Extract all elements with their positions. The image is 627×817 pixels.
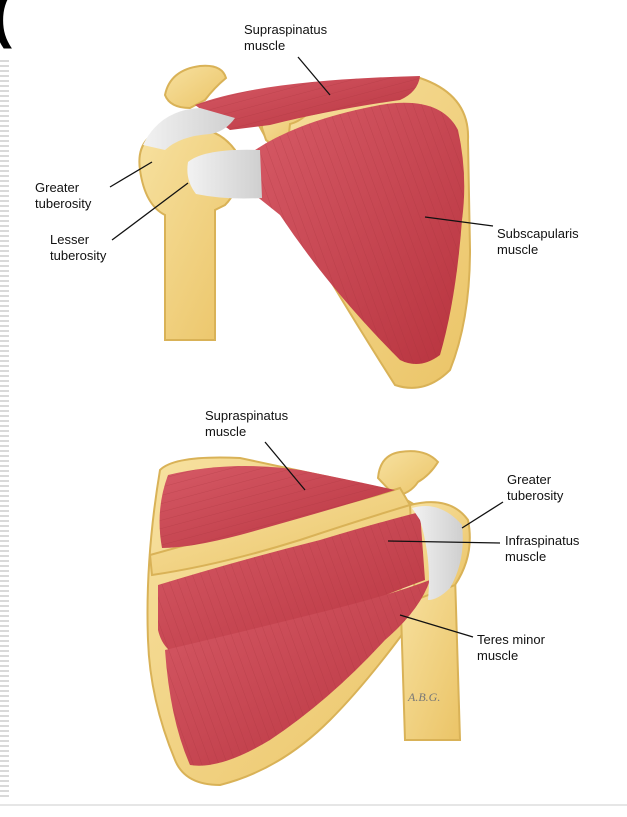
label-posterior-supraspinatus: Supraspinatus muscle <box>205 408 288 440</box>
label-anterior-greater-tuberosity: Greater tuberosity <box>35 180 91 212</box>
label-anterior-lesser-tuberosity: Lesser tuberosity <box>50 232 106 264</box>
label-line: Lesser <box>50 232 90 247</box>
posterior-view <box>146 441 504 787</box>
label-line: Greater <box>507 472 552 487</box>
heading-fragment: ( <box>0 0 14 46</box>
artist-signature: A.B.G. <box>408 690 441 704</box>
label-line: tuberosity <box>50 248 107 263</box>
label-posterior-greater-tuberosity: Greater tuberosity <box>507 472 563 504</box>
anterior-supraspinatus-tendon <box>143 108 235 150</box>
label-line: muscle <box>497 242 539 257</box>
anterior-acromion <box>163 64 228 110</box>
anterior-view <box>109 56 494 389</box>
label-anterior-supraspinatus: Supraspinatus muscle <box>244 22 327 54</box>
label-line: Greater <box>35 180 80 195</box>
label-line: muscle <box>244 38 286 53</box>
left-dotted-rule <box>0 60 9 800</box>
label-line: Subscapularis <box>497 226 579 241</box>
label-line: muscle <box>477 648 519 663</box>
label-line: Supraspinatus <box>205 408 289 423</box>
label-line: Teres minor <box>477 632 545 647</box>
anterior-subscapularis-tendon <box>187 149 262 199</box>
anterior-leader-lines <box>109 56 494 241</box>
posterior-rotator-tendons <box>412 506 463 600</box>
label-line: Infraspinatus <box>505 533 580 548</box>
label-anterior-subscapularis: Subscapularis muscle <box>497 226 579 258</box>
label-line: tuberosity <box>35 196 92 211</box>
posterior-leader-lines <box>264 441 504 638</box>
label-posterior-infraspinatus: Infraspinatus muscle <box>505 533 579 565</box>
label-line: Supraspinatus <box>244 22 328 37</box>
posterior-acromion <box>376 450 440 498</box>
label-line: tuberosity <box>507 488 564 503</box>
label-posterior-teres-minor: Teres minor muscle <box>477 632 545 664</box>
label-line: muscle <box>205 424 247 439</box>
label-line: muscle <box>505 549 547 564</box>
bottom-rule <box>0 804 627 806</box>
